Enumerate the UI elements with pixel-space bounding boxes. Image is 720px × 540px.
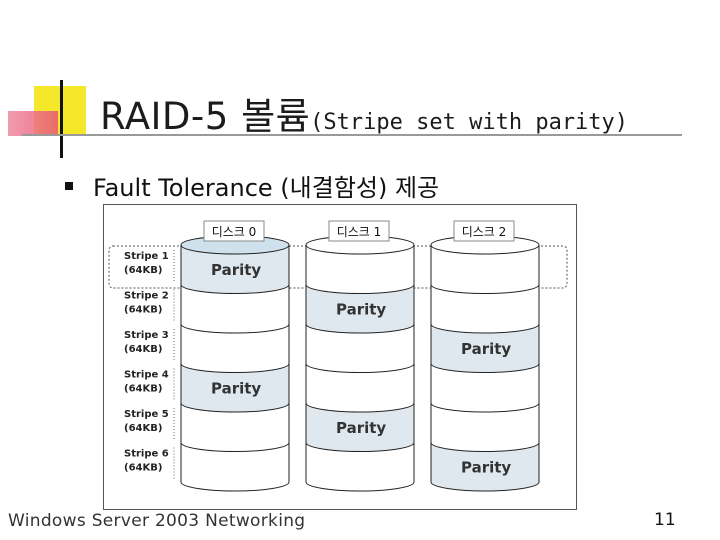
stripe-label: Stripe 1 <box>124 251 169 262</box>
stripe-separator <box>305 363 415 373</box>
parity-label: Parity <box>211 261 261 279</box>
stripe-size-label: (64KB) <box>124 384 162 395</box>
parity-label: Parity <box>461 459 511 477</box>
stripe-label: Stripe 5 <box>124 409 169 420</box>
parity-segment <box>181 363 289 412</box>
slide-title-subtitle: (Stripe set with parity) <box>310 110 629 135</box>
title-decoration-vertical-line <box>60 80 63 158</box>
disk-label-box <box>328 220 390 242</box>
bullet-square-icon <box>65 182 73 190</box>
parity-label: Parity <box>336 419 386 437</box>
stripe-separator <box>305 481 415 492</box>
disk-label-box <box>203 220 265 242</box>
stripe-label: Stripe 6 <box>124 449 169 460</box>
parity-segment <box>306 403 414 452</box>
stripe-separator <box>305 323 415 334</box>
title-underline <box>22 134 682 136</box>
stripe-separator <box>180 284 290 294</box>
stripe-separator <box>430 363 540 373</box>
stripe-size-label: (64KB) <box>124 265 162 276</box>
stripe-label: Stripe 3 <box>124 330 169 341</box>
stripe-separator <box>180 402 290 413</box>
parity-label: Parity <box>336 301 386 319</box>
stripe-separator <box>305 402 415 413</box>
parity-segment <box>306 284 414 333</box>
disk-label-box <box>453 220 515 242</box>
bullet-text: Fault Tolerance (내결함성) 제공 <box>93 174 440 202</box>
page-number: 11 <box>654 510 676 530</box>
stripe-size-label: (64KB) <box>124 463 162 474</box>
stripe-separator <box>430 323 540 334</box>
slide-title-main: RAID-5 볼륨 <box>100 95 311 138</box>
parity-segment <box>431 442 539 491</box>
title-decoration-red-bar <box>8 111 58 136</box>
disk-label: 디스크 0 <box>212 225 257 239</box>
stripe-label: Stripe 2 <box>124 291 169 302</box>
stripe-separator <box>430 481 540 492</box>
stripe-size-label: (64KB) <box>124 423 162 434</box>
parity-segment <box>431 324 539 373</box>
stripe-size-label: (64KB) <box>124 305 162 316</box>
parity-label: Parity <box>461 340 511 358</box>
footer-text: Windows Server 2003 Networking <box>8 511 306 531</box>
stripe-separator <box>180 323 290 334</box>
stripe-separator <box>305 284 415 294</box>
stripe-separator <box>430 284 540 294</box>
disk-label: 디스크 1 <box>337 225 382 239</box>
disk-label: 디스크 2 <box>462 225 507 239</box>
stripe-separator <box>180 363 290 373</box>
parity-segment <box>181 245 289 294</box>
stripe-label: Stripe 4 <box>124 370 169 381</box>
parity-label: Parity <box>211 380 261 398</box>
stripe-separator <box>180 442 290 452</box>
stripe-separator <box>430 402 540 413</box>
stripe-separator <box>430 442 540 452</box>
stripe-separator <box>305 442 415 452</box>
stripe-size-label: (64KB) <box>124 344 162 355</box>
slide-title: RAID-5 볼륨(Stripe set with parity) <box>100 86 628 140</box>
stripe-separator <box>180 481 290 492</box>
